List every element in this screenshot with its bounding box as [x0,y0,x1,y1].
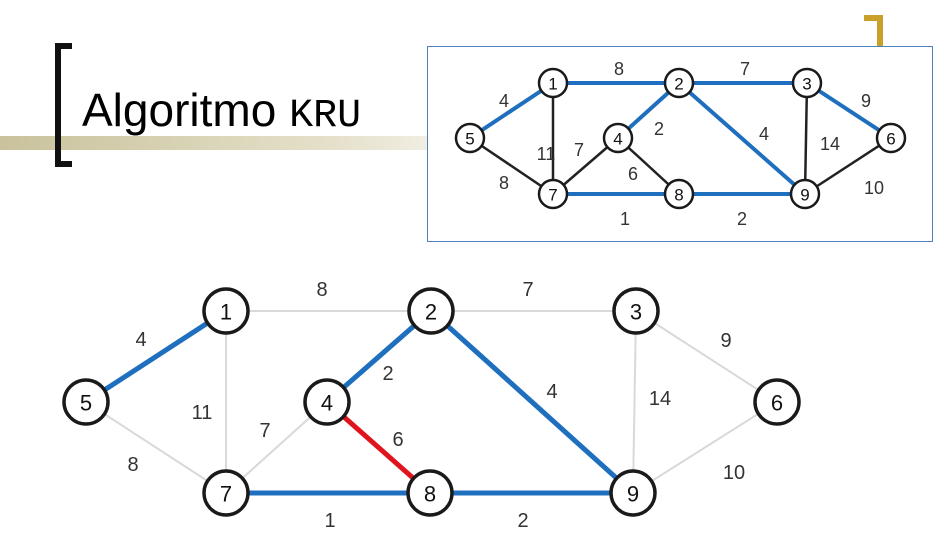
node-3 [791,67,823,99]
edge-weight-2-4: 2 [654,119,664,139]
edge-weight-2-9: 4 [546,381,557,403]
node-label-9: 9 [800,186,809,205]
edge-6-9 [804,136,892,196]
title-underline-bar [0,136,460,150]
node-label-8: 8 [674,186,683,205]
node-label-5: 5 [80,391,92,416]
edge-weight-3-6: 9 [861,91,871,111]
edge-2-9 [429,309,635,495]
node-8 [663,178,695,210]
node-8 [406,469,454,517]
node-6 [875,122,907,154]
node-3 [612,287,660,335]
edge-weight-1-5: 4 [135,329,146,351]
edge-weight-7-8: 1 [324,510,335,532]
left-bracket [55,43,72,167]
slide-title-text: Algoritmo [82,84,277,136]
edge-5-7 [469,136,554,196]
node-label-7: 7 [548,186,557,205]
node-layer: 1 2 3 4 5 6 7 8 9 [454,67,907,210]
node-4 [303,378,351,426]
edge-6-9 [632,401,778,494]
edge-weight-5-7: 8 [499,173,509,193]
node-9 [609,469,657,517]
node-label-1: 1 [220,300,232,325]
edge-weight-2-3: 7 [740,59,750,79]
node-label-3: 3 [630,300,642,325]
node-7 [537,178,569,210]
node-label-2: 2 [425,300,437,325]
node-label-6: 6 [886,130,895,149]
edge-weight-6-9: 10 [723,462,745,484]
edge-weight-7-8: 1 [620,209,630,229]
edge-weight-1-5: 4 [499,91,509,111]
node-label-1: 1 [548,75,557,94]
edge-weight-6-9: 10 [864,178,884,198]
node-label-3: 3 [802,75,811,94]
edge-weight-1-2: 8 [614,59,624,79]
node-label-2: 2 [674,75,683,94]
edge-1-5 [84,308,228,405]
edge-3-6 [805,81,893,140]
node-6 [753,378,801,426]
edge-weight-2-3: 7 [522,279,533,301]
edge-weight-2-9: 4 [759,124,769,144]
edge-1-5 [468,81,555,140]
edge-weight-4-8: 6 [628,164,638,184]
node-4 [602,122,634,154]
node-7 [202,469,250,517]
edge-weight-3-9: 14 [820,134,840,154]
edge-weight-5-7: 8 [127,454,138,476]
node-2 [663,67,695,99]
node-2 [407,287,455,335]
node-5 [454,122,486,154]
edge-2-9 [677,81,807,196]
edge-weight-3-9: 14 [649,388,671,410]
edge-weight-4-7: 7 [574,140,584,160]
edge-weight-1-7: 11 [192,402,213,424]
edge-3-9 [632,310,637,494]
node-label-6: 6 [771,391,783,416]
edge-weight-4-8: 6 [392,429,403,451]
node-label-4: 4 [321,391,333,416]
node-label-5: 5 [465,130,474,149]
node-label-9: 9 [627,482,639,507]
node-1 [537,67,569,99]
node-label-4: 4 [613,130,622,149]
slide-title: Algoritmo KRU [82,82,361,145]
edge-weight-1-2: 8 [316,279,327,301]
node-label-8: 8 [424,482,436,507]
right-bracket-accent [864,15,883,48]
edge-weight-3-6: 9 [720,330,731,352]
edge-weight-2-4: 2 [382,363,393,385]
node-1 [202,287,250,335]
node-5 [62,378,110,426]
edge-3-9 [803,82,809,195]
edge-weight-8-9: 2 [737,209,747,229]
edge-5-7 [85,401,227,494]
node-9 [789,178,821,210]
slide-title-code: KRU [289,94,362,139]
edge-layer [84,308,778,496]
edge-weight-4-7: 7 [259,420,270,442]
edge-weight-8-9: 2 [517,510,528,532]
edge-weight-1-7: 11 [537,144,556,164]
edge-3-6 [635,310,778,403]
node-label-7: 7 [220,482,232,507]
node-layer: 1 2 3 4 5 6 7 8 9 [62,287,801,517]
